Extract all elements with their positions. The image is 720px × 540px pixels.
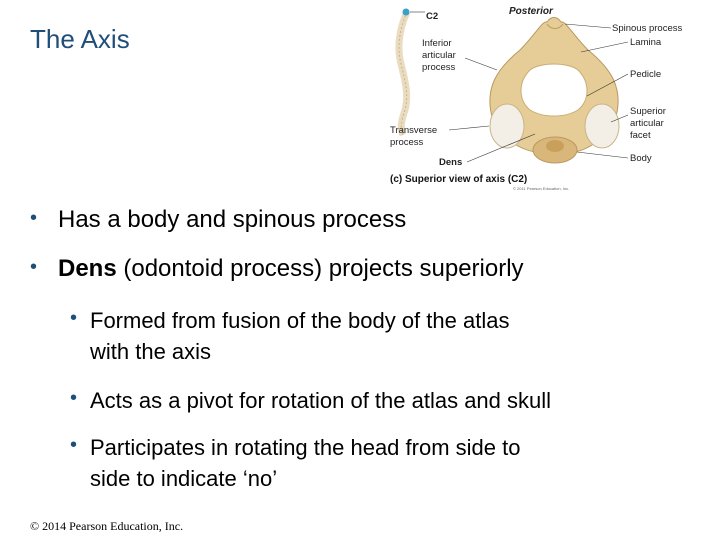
sub-bullet-line: Acts as a pivot for rotation of the atla… <box>90 388 552 413</box>
sub-bullet-dot: • <box>70 387 78 409</box>
bullet-text: (odontoid process) projects superiorly <box>116 255 524 282</box>
sub-bullet-line: with the axis <box>90 339 212 364</box>
bullet-text: Has a body and spinous process <box>58 206 407 233</box>
label-inferior-articular-3: process <box>422 62 456 73</box>
label-spinous: Spinous process <box>612 23 682 34</box>
bullet-item-2: Dens (odontoid process) projects superio… <box>58 254 524 284</box>
label-c2: C2 <box>426 11 438 22</box>
label-lamina: Lamina <box>630 37 662 48</box>
sub-bullet-dot: • <box>70 307 78 329</box>
slide-title: The Axis <box>30 24 130 54</box>
axis-vertebra-figure: C2 Posterior Inferior articular process … <box>385 0 710 198</box>
figure-credit: © 2011 Pearson Education, Inc. <box>513 186 569 191</box>
label-inferior-articular-1: Inferior <box>422 38 452 49</box>
bullet-item-1: Has a body and spinous process <box>58 205 406 235</box>
spine-column-icon <box>395 8 411 137</box>
figure-caption: (c) Superior view of axis (C2) <box>390 174 527 185</box>
label-body: Body <box>630 153 652 164</box>
sub-bullet-line: Formed from fusion of the body of the at… <box>90 308 510 333</box>
axis-vertebra-icon <box>489 17 620 164</box>
sub-bullet-line: Participates in rotating the head from s… <box>90 435 521 460</box>
label-superior-facet-3: facet <box>630 130 651 141</box>
bullet-dot: • <box>30 256 38 278</box>
sub-bullet-item-1: Formed from fusion of the body of the at… <box>90 305 509 367</box>
label-posterior: Posterior <box>509 6 554 17</box>
sub-bullet-dot: • <box>70 434 78 456</box>
label-inferior-articular-2: articular <box>422 50 456 61</box>
bullet-bold-term: Dens <box>58 255 117 282</box>
sub-bullet-line: side to indicate ‘no’ <box>90 466 278 491</box>
axis-illustration: C2 Posterior Inferior articular process … <box>390 6 682 191</box>
sub-bullet-item-3: Participates in rotating the head from s… <box>90 432 520 494</box>
label-transverse-2: process <box>390 137 424 148</box>
label-dens: Dens <box>439 157 462 168</box>
label-superior-facet-1: Superior <box>630 106 666 117</box>
sub-bullet-item-2: Acts as a pivot for rotation of the atla… <box>90 385 551 416</box>
label-superior-facet-2: articular <box>630 118 664 129</box>
bullet-dot: • <box>30 207 38 229</box>
label-pedicle: Pedicle <box>630 69 661 80</box>
label-transverse-1: Transverse <box>390 125 437 136</box>
copyright-footer: © 2014 Pearson Education, Inc. <box>30 519 184 533</box>
